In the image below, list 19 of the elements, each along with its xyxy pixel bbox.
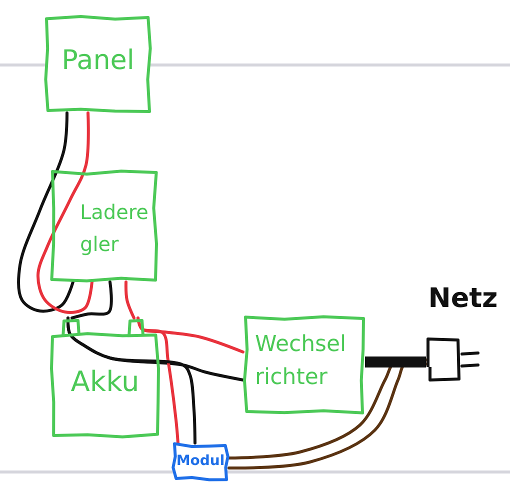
node-label: Akku xyxy=(70,364,140,400)
node-label: Panel xyxy=(60,44,136,78)
wire xyxy=(36,112,94,314)
node-label: Modul xyxy=(175,453,226,470)
process-box xyxy=(50,170,158,282)
process-box xyxy=(243,316,365,414)
battery-box xyxy=(50,318,160,438)
process-box xyxy=(172,443,229,481)
wire xyxy=(70,280,113,320)
wire xyxy=(136,316,180,444)
cable xyxy=(365,356,426,368)
wire xyxy=(136,316,244,354)
wire xyxy=(124,280,136,320)
wire xyxy=(17,112,74,313)
wire xyxy=(66,316,196,444)
node-label: Netz xyxy=(427,283,499,316)
node-label: Wechselrichter xyxy=(255,331,348,392)
process-box xyxy=(44,15,152,113)
node-label: Laderegler xyxy=(80,199,150,258)
